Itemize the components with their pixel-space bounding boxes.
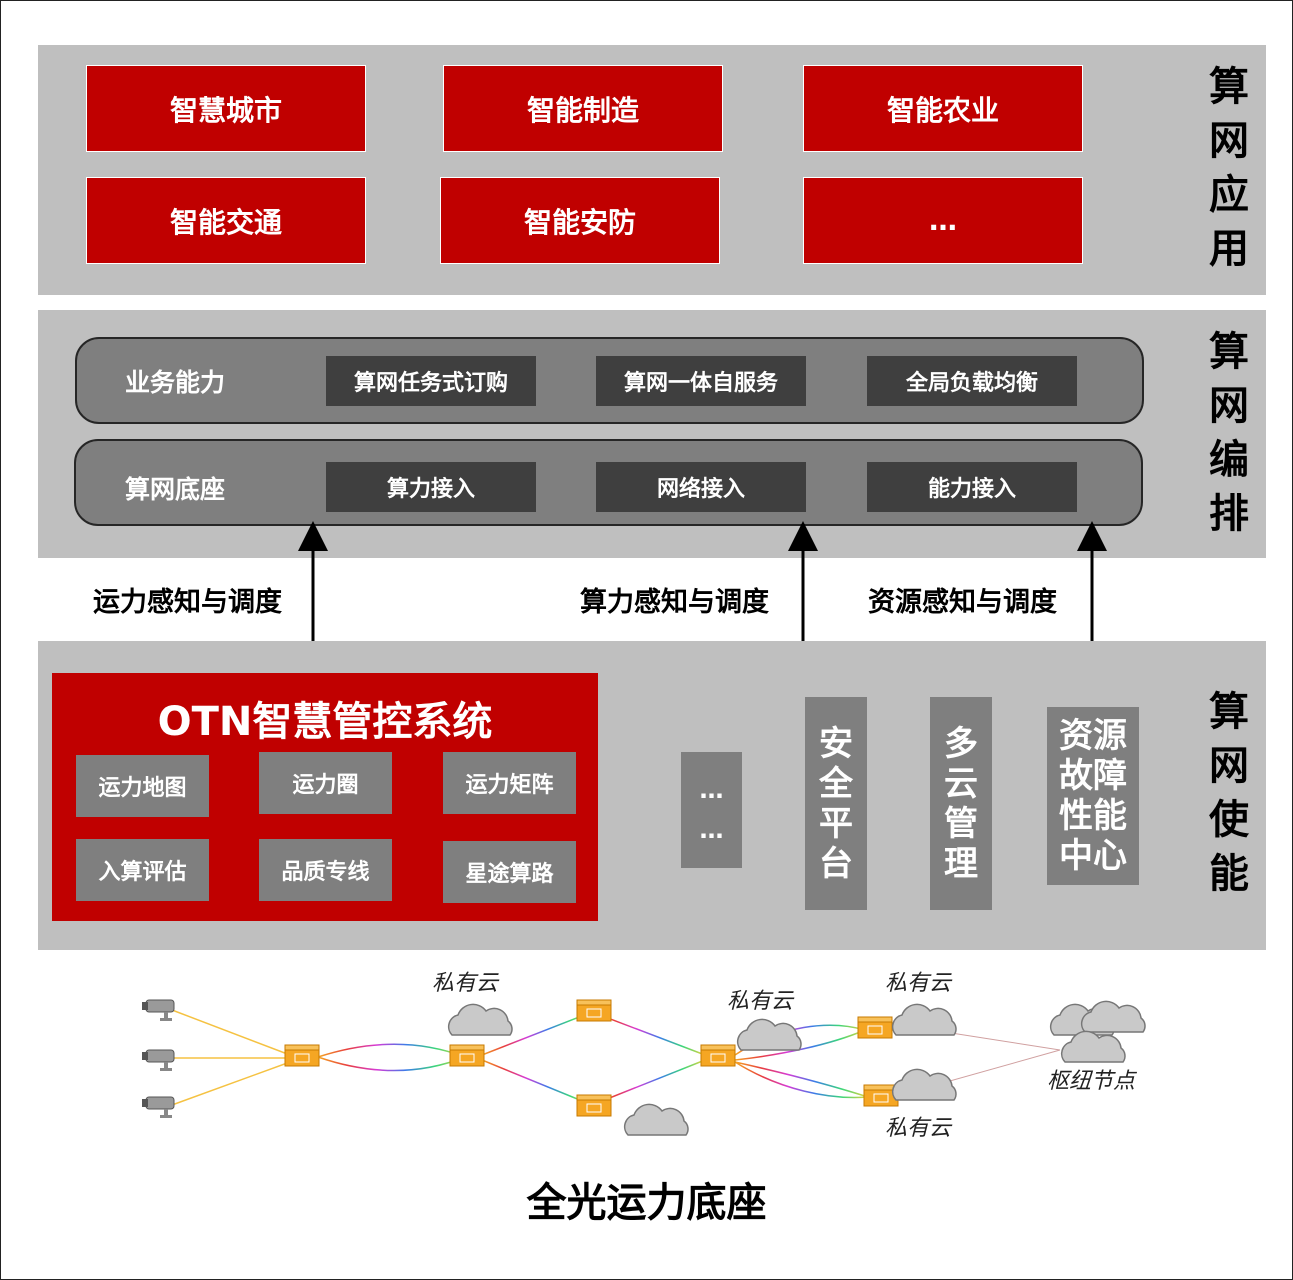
camera-icon	[141, 999, 175, 1022]
orch-item-capability-access: 能力接入	[867, 462, 1077, 512]
orch-item-self-service: 算网一体自服务	[596, 356, 806, 406]
orch-item-task-order: 算网任务式订购	[326, 356, 536, 406]
app-box-smart-security: 智能安防	[440, 177, 720, 264]
camera-icon	[141, 1096, 175, 1119]
otn-node-icon	[700, 1044, 736, 1067]
orch-item-network-access: 网络接入	[596, 462, 806, 512]
app-box-smart-agriculture: 智能农业	[803, 65, 1083, 152]
enable-box-resource-center: 资源 故障 性能 中心	[1047, 707, 1139, 885]
app-box-smart-city: 智慧城市	[86, 65, 366, 152]
otn-node-icon	[284, 1044, 320, 1067]
otn-item-compute-evaluation: 入算评估	[76, 839, 209, 901]
compute-sensing-label: 算力感知与调度	[580, 587, 769, 618]
otn-item-transport-matrix: 运力矩阵	[443, 752, 576, 814]
link-c-e	[734, 1061, 869, 1099]
camera-icon	[141, 1049, 175, 1072]
camera-link-3	[171, 1061, 291, 1106]
app-box-smart-manufacturing: 智能制造	[443, 65, 723, 152]
base-title: 算网底座	[125, 475, 226, 504]
otn-item-transport-map: 运力地图	[76, 755, 209, 817]
cloud-icon	[736, 1018, 802, 1051]
app-layer-label: 算 网 应 用	[1209, 64, 1249, 272]
enable-box-ellipsis: … …	[681, 752, 742, 868]
private-cloud-label: 私有云	[885, 1116, 952, 1141]
otn-item-star-routing: 星途算路	[443, 841, 576, 903]
resource-sensing-label: 资源感知与调度	[868, 587, 1057, 618]
orchestration-layer-label: 算 网 编 排	[1209, 329, 1249, 537]
otn-node-icon	[576, 1094, 612, 1117]
otn-management-system: OTN智慧管控系统 运力地图 运力圈 运力矩阵 入算评估 品质专线 星途算路	[52, 673, 598, 921]
otn-node-icon	[449, 1044, 485, 1067]
otn-node-icon	[576, 999, 612, 1022]
otn-title: OTN智慧管控系统	[157, 699, 493, 745]
orch-item-compute-access: 算力接入	[326, 462, 536, 512]
cloud-icon	[447, 1003, 513, 1036]
link-b-top	[481, 1011, 593, 1056]
private-cloud-label: 私有云	[727, 989, 794, 1014]
hub-node-label: 枢纽节点	[1047, 1069, 1136, 1094]
camera-link-1	[171, 1009, 291, 1056]
cloud-icon	[891, 1068, 957, 1101]
otn-node-icon	[857, 1016, 893, 1039]
app-box-more: …	[803, 177, 1083, 264]
hub-cloud-icon	[1060, 1030, 1126, 1063]
private-cloud-label: 私有云	[885, 971, 952, 996]
otn-item-quality-line: 品质专线	[259, 839, 392, 901]
cloud-icon	[623, 1103, 689, 1136]
otn-item-transport-circle: 运力圈	[259, 752, 392, 814]
cloud-icon	[891, 1003, 957, 1036]
link-b-bottom	[481, 1059, 593, 1106]
link-a-b	[317, 1043, 468, 1072]
transport-sensing-label: 运力感知与调度	[93, 587, 282, 618]
app-box-smart-transport: 智能交通	[86, 177, 366, 264]
enablement-layer-label: 算 网 使 能	[1209, 689, 1249, 897]
enable-box-multicloud: 多 云 管 理	[930, 697, 992, 910]
orch-item-load-balance: 全局负载均衡	[867, 356, 1077, 406]
business-capability-title: 业务能力	[125, 368, 226, 397]
private-cloud-label: 私有云	[432, 971, 499, 996]
enable-box-security-platform: 安 全 平 台	[805, 697, 867, 910]
hub-cloud-icon	[1080, 1000, 1146, 1033]
all-optical-base-title: 全光运力底座	[526, 1180, 767, 1226]
